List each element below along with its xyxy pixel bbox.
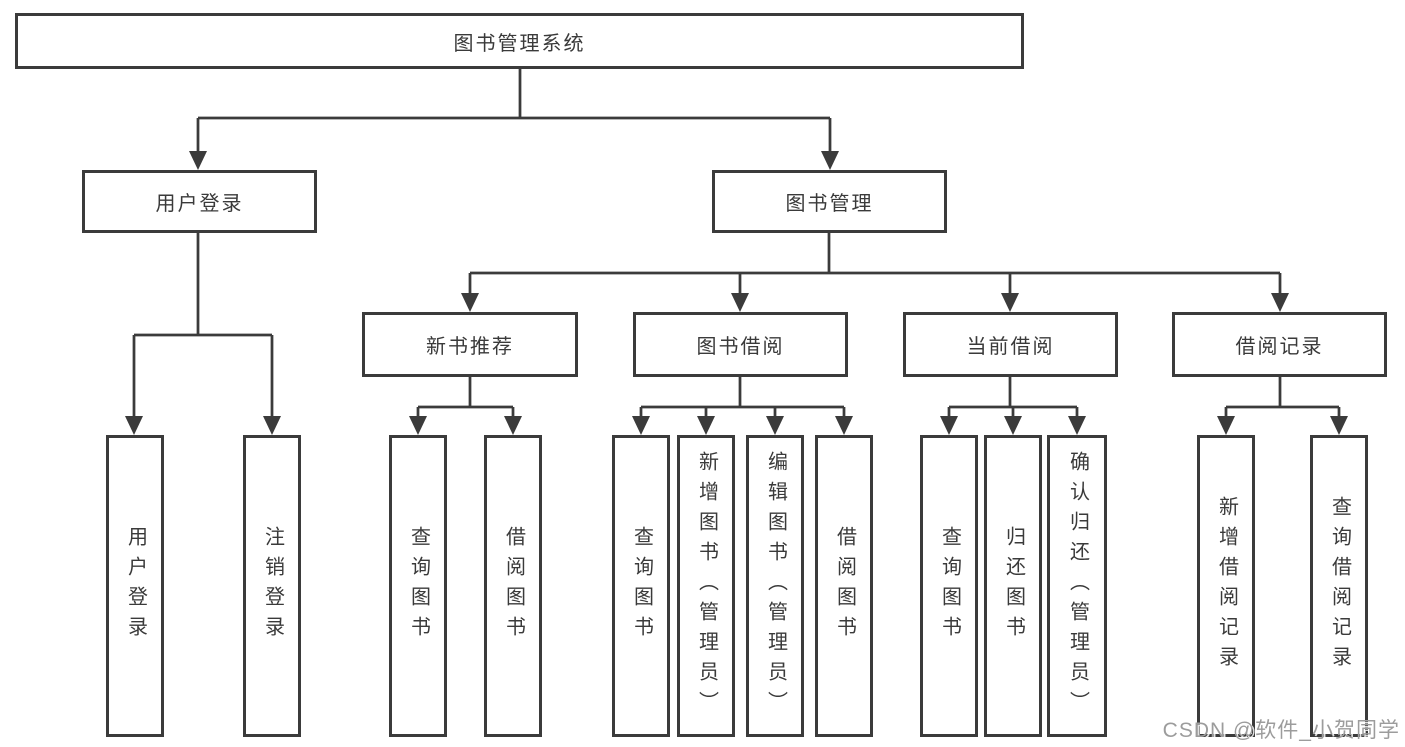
leaf-label: 查询图书 <box>407 526 430 646</box>
node-book-borrowing: 图书借阅 <box>633 312 848 377</box>
leaf-label: 借阅图书 <box>833 526 856 646</box>
leaf-label: 查询借阅记录 <box>1328 496 1351 676</box>
leaf-add-books-admin: 新增图书（管理员） <box>677 435 735 737</box>
node-borrowing-records: 借阅记录 <box>1172 312 1387 377</box>
node-library-management-system: 图书管理系统 <box>15 13 1024 69</box>
edge-root-to-level2 <box>189 68 839 170</box>
leaf-logout: 注销登录 <box>243 435 301 737</box>
leaf-user-login: 用户登录 <box>106 435 164 737</box>
leaf-label: 编辑图书（管理员） <box>764 451 787 721</box>
leaf-add-borrow-record: 新增借阅记录 <box>1197 435 1255 737</box>
leaf-query-books-recommend: 查询图书 <box>389 435 447 737</box>
leaf-label: 查询图书 <box>630 526 653 646</box>
leaf-label: 借阅图书 <box>502 526 525 646</box>
node-book-management: 图书管理 <box>712 170 947 233</box>
csdn-watermark: CSDN @软件_小贺同学 <box>1162 719 1400 742</box>
leaf-label: 新增图书（管理员） <box>695 451 718 721</box>
edge-user-login-children <box>125 233 281 435</box>
edge-new-book-rec-children <box>409 377 522 435</box>
leaf-edit-books-admin: 编辑图书（管理员） <box>746 435 804 737</box>
leaf-borrow-books-recommend: 借阅图书 <box>484 435 542 737</box>
leaf-query-books-borrowing: 查询图书 <box>612 435 670 737</box>
node-user-login: 用户登录 <box>82 170 317 233</box>
node-current-borrowing: 当前借阅 <box>903 312 1118 377</box>
leaf-confirm-return-admin: 确认归还（管理员） <box>1047 435 1107 737</box>
leaf-label: 用户登录 <box>124 526 147 646</box>
leaf-borrow-books-borrowing: 借阅图书 <box>815 435 873 737</box>
leaf-label: 归还图书 <box>1002 526 1025 646</box>
node-new-book-recommendation: 新书推荐 <box>362 312 578 377</box>
edge-book-borrowing-children <box>632 377 853 435</box>
leaf-label: 注销登录 <box>261 526 284 646</box>
leaf-query-borrow-record: 查询借阅记录 <box>1310 435 1368 737</box>
leaf-label: 查询图书 <box>938 526 961 646</box>
leaf-label: 新增借阅记录 <box>1215 496 1238 676</box>
edge-borrowing-records-children <box>1217 377 1348 435</box>
leaf-label: 确认归还（管理员） <box>1066 451 1089 721</box>
edge-book-management-children <box>461 233 1289 312</box>
edge-current-borrowing-children <box>940 377 1086 435</box>
leaf-query-books-current: 查询图书 <box>920 435 978 737</box>
leaf-return-books: 归还图书 <box>984 435 1042 737</box>
